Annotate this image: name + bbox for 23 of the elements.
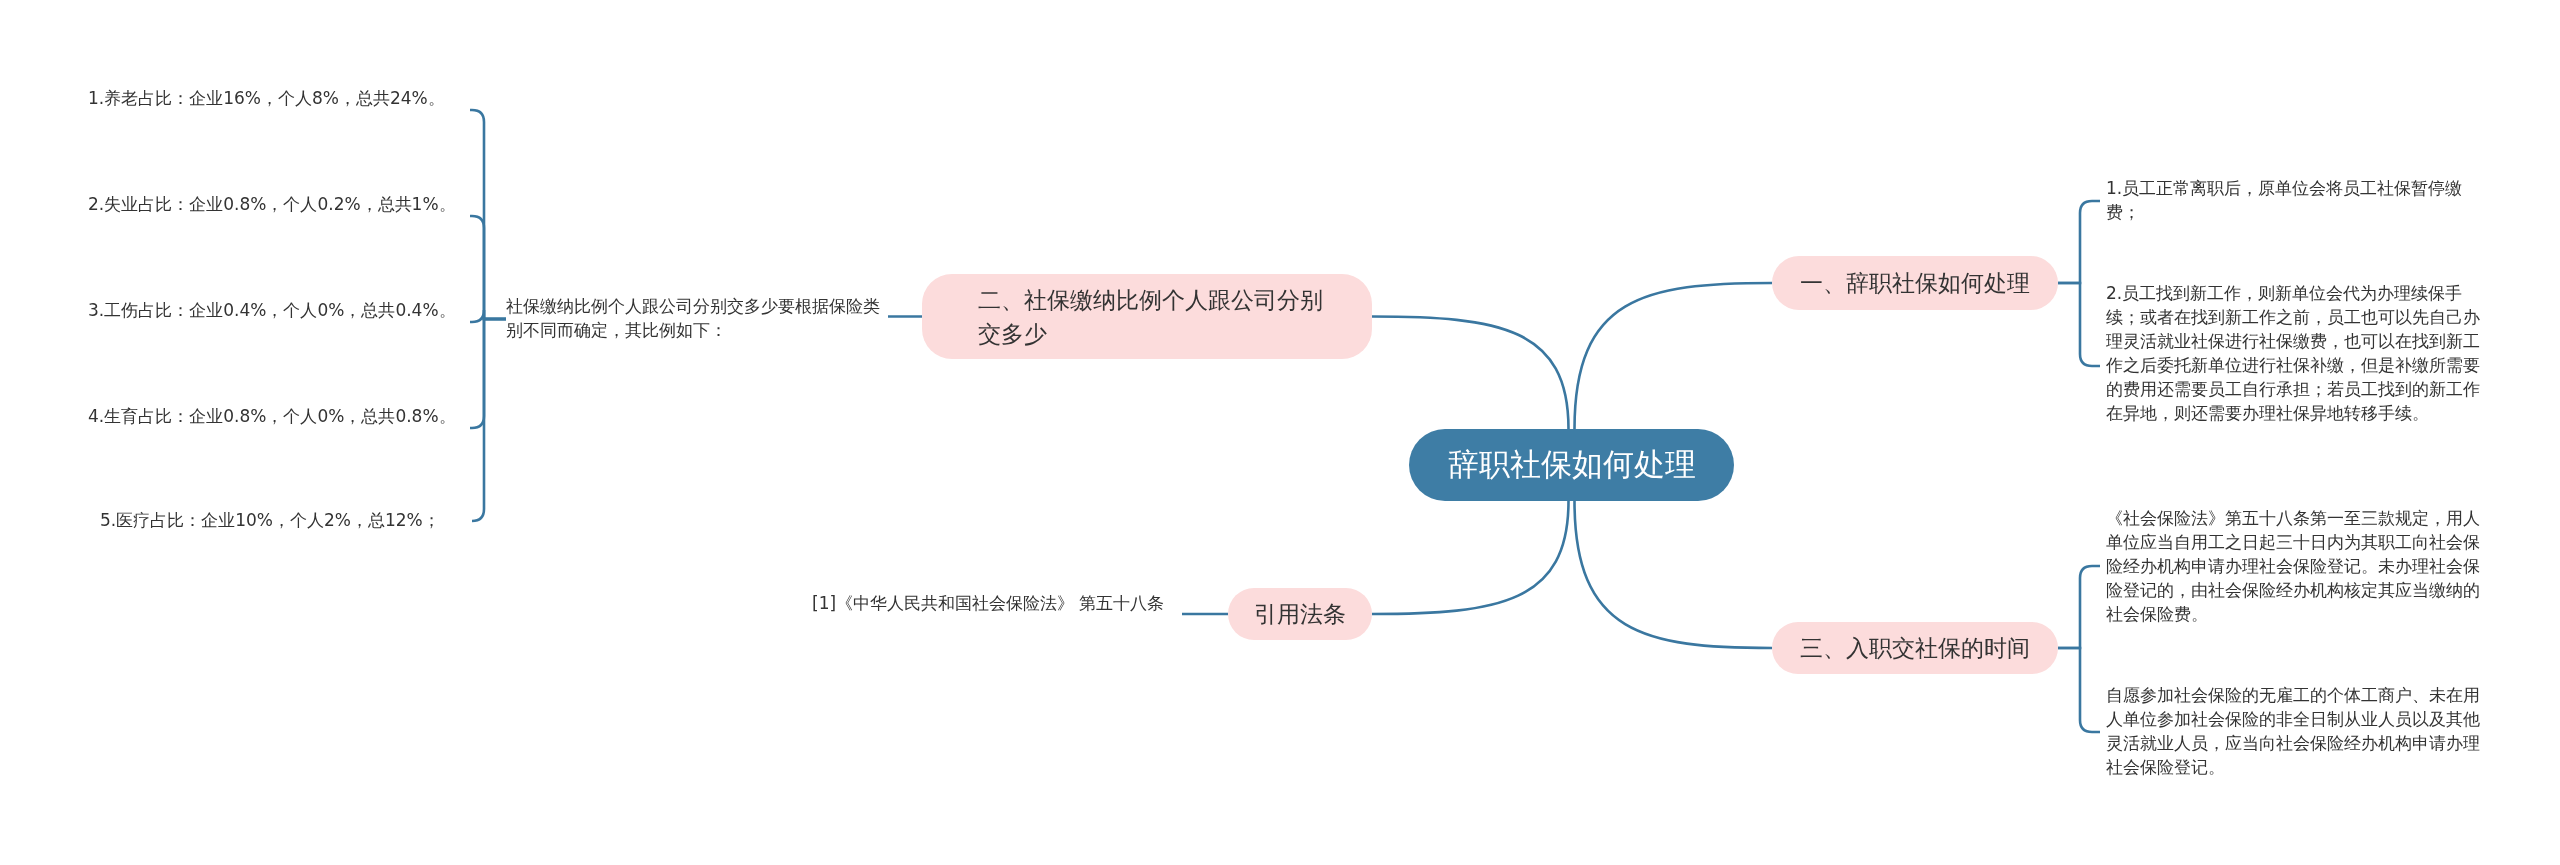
note-text: 社保缴纳比例个人跟公司分别交多少要根据保险类别不同而确定，其比例如下： [506, 294, 882, 344]
note-text: 1.员工正常离职后，原单位会将员工社保暂停缴费； [2106, 176, 2496, 226]
note-text: 5.医疗占比：企业10%，个人2%，总12%； [100, 508, 466, 534]
branch-line [1372, 500, 1570, 616]
central-topic: 辞职社保如何处理 [1409, 429, 1734, 501]
note-text: 3.工伤占比：企业0.4%，个人0%，总共0.4%。 [88, 298, 464, 346]
note-text: 《社会保险法》第五十八条第一至三款规定，用人单位应当自用工之日起三十日内为其职工向社会保险经办机构申请办理社会保险登记。未办理社会保险登记的，由社会保险经办机构核定其应当缴纳的社会保险费。 [2106, 506, 2496, 626]
note-text: 2.失业占比：企业0.8%，个人0.2%，总共1%。 [88, 192, 464, 240]
branch-line [1372, 315, 1570, 430]
note-text: 1.养老占比：企业16%，个人8%，总共24%。 [88, 86, 464, 134]
note-text: 2.员工找到新工作，则新单位会代为办理续保手续；或者在找到新工作之前，员工也可以先自己办理灵活就业社保进行社保缴费，也可以在找到新工作之后委托新单位进行社保补缴，但是补缴所需要的费用还需要员工自行承担；若员工找到的新工作在异地，则还需要办理社保异地转移手续。 [2106, 281, 2496, 451]
connector-line [888, 315, 922, 318]
topic-pill: 一、辞职社保如何处理 [1772, 256, 2058, 310]
note-text: 自愿参加社会保险的无雇工的个体工商户、未在用人单位参加社会保险的非全日制从业人员以及其他灵活就业人员，应当向社会保险经办机构申请办理社会保险登记。 [2106, 683, 2496, 781]
topic-pill: 引用法条 [1228, 588, 1372, 640]
topic-pill: 三、入职交社保的时间 [1772, 622, 2058, 674]
branch-line [1573, 500, 1772, 650]
note-text: 4.生育占比：企业0.8%，个人0%，总共0.8%。 [88, 404, 464, 452]
bracket-line [470, 317, 506, 523]
topic-pill: 二、社保缴纳比例个人跟公司分别交多少 [922, 274, 1372, 359]
note-text: [1]《中华人民共和国社会保险法》 第五十八条 [812, 591, 1176, 641]
branch-line [1573, 281, 1772, 430]
connector-line [1182, 612, 1228, 616]
